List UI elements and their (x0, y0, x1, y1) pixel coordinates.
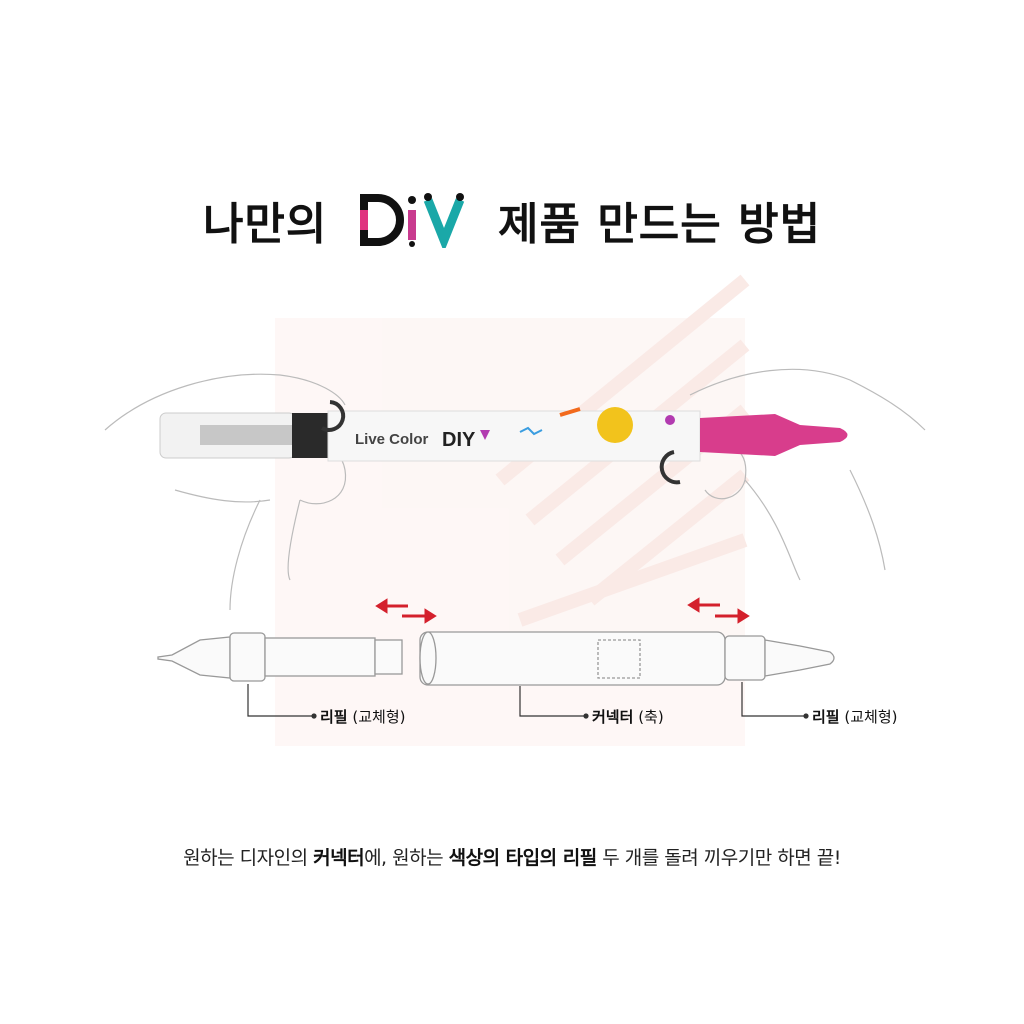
diy-logo-icon (359, 193, 464, 248)
label-connector: 커넥터 (축) (592, 706, 664, 727)
title-after: 제품 만드는 방법 (498, 199, 822, 250)
leader-lines (247, 682, 809, 719)
label-bold: 커넥터 (592, 708, 634, 726)
text-segment-bold: 색상의 타입의 리필 (448, 847, 598, 869)
label-bold: 리필 (812, 708, 840, 726)
assembled-pen (159, 400, 848, 485)
text-segment: 두 개를 돌려 끼우기만 하면 끝! (596, 847, 841, 869)
text-segment: 원하는 디자인의 (183, 847, 314, 869)
text-segment: 에, 원하는 (364, 847, 449, 869)
page-title: 나만의 제품 만드는 방법 (0, 188, 1024, 252)
text-segment-bold: 커넥터 (313, 847, 365, 869)
pen-brand-label: Live Color (355, 431, 429, 448)
pen-diy-logo: DIY (442, 429, 476, 451)
label-note: (교체형) (844, 708, 898, 726)
label-note: (교체형) (352, 708, 406, 726)
instruction-text: 원하는 디자인의 커넥터에, 원하는 색상의 타입의 리필 두 개를 돌려 끼우… (0, 843, 1024, 870)
label-left-refill: 리필 (교체형) (320, 706, 406, 727)
label-note: (축) (638, 708, 664, 726)
label-bold: 리필 (320, 708, 348, 726)
swap-arrows (375, 597, 750, 624)
exploded-diagram (157, 631, 835, 686)
label-right-refill: 리필 (교체형) (812, 706, 898, 727)
title-before: 나만의 (202, 199, 328, 250)
